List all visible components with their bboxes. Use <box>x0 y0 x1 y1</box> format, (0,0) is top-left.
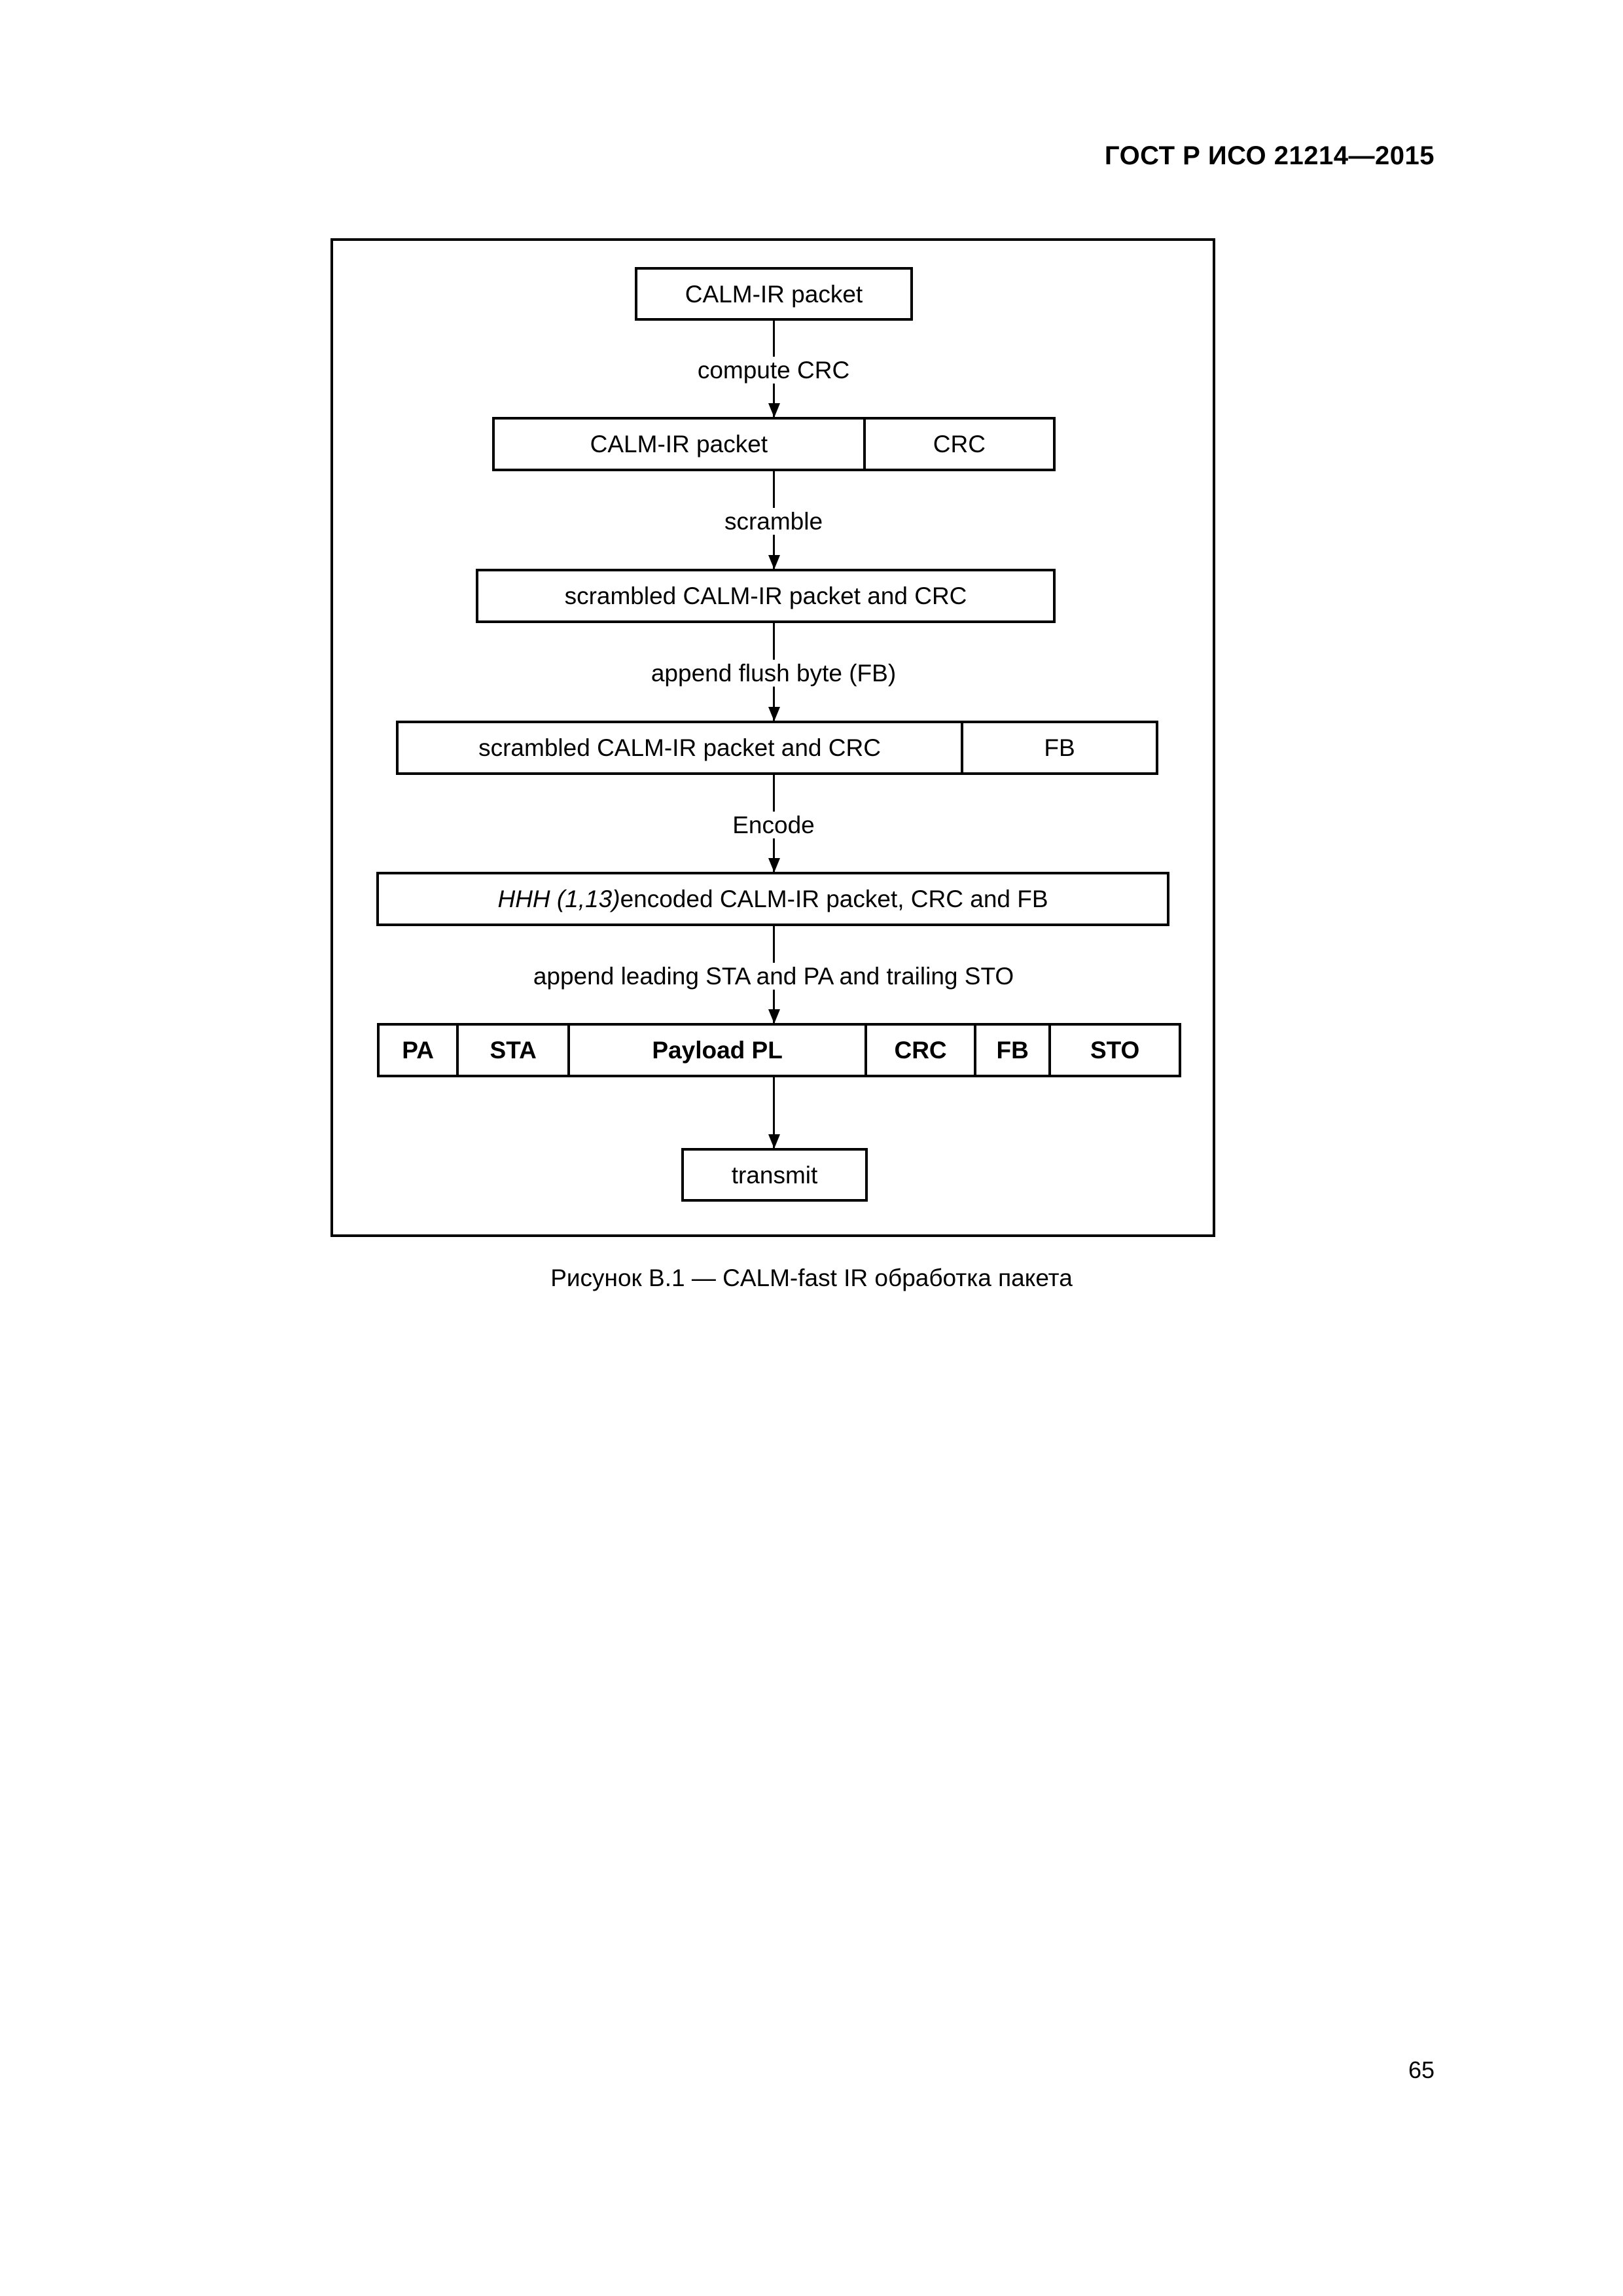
step-label-append-sta-pa-sto: append leading STA and PA and trailing S… <box>526 963 1021 990</box>
cell-scrambled-packet-and-crc: scrambled CALM-IR packet and CRC <box>564 583 967 609</box>
cell-fb: FB <box>961 723 1156 772</box>
flow-box-transmission-frame: PA STA Payload PL CRC FB STO <box>377 1023 1181 1077</box>
cell-transmit: transmit <box>731 1161 818 1189</box>
cell-sto: STO <box>1048 1026 1179 1075</box>
cell-payload-pl: Payload PL <box>567 1026 865 1075</box>
cell-fb: FB <box>974 1026 1048 1075</box>
flow-box-calm-ir-packet: CALM-IR packet <box>635 267 913 321</box>
cell-hhh-encoded: HHH (1,13) encoded CALM-IR packet, CRC a… <box>379 874 1167 924</box>
arrow-transmit <box>773 1077 775 1148</box>
document-header-standard-reference: ГОСТ Р ИСО 21214—2015 <box>1104 141 1435 170</box>
cell-crc: CRC <box>863 420 1053 469</box>
page-number: 65 <box>1408 2056 1435 2083</box>
cell-pa: PA <box>402 1037 434 1064</box>
flow-box-hhh-encoded: HHH (1,13) encoded CALM-IR packet, CRC a… <box>376 872 1169 926</box>
figure-border <box>330 238 1215 1237</box>
cell-crc: CRC <box>865 1026 974 1075</box>
flow-box-scrambled-packet-crc: scrambled CALM-IR packet and CRC <box>476 569 1056 623</box>
cell-hhh-encoded-italic-part: HHH (1,13) <box>497 886 620 912</box>
cell-scrambled-packet-and-crc: scrambled CALM-IR packet and CRC <box>478 734 881 761</box>
step-label-encode: Encode <box>726 812 821 838</box>
step-label-append-flush-byte: append flush byte (FB) <box>644 660 903 687</box>
cell-calm-ir-packet: CALM-IR packet <box>685 280 863 308</box>
flow-box-scrambled-packet-crc-fb: scrambled CALM-IR packet and CRC FB <box>396 721 1158 775</box>
cell-calm-ir-packet: CALM-IR packet <box>590 431 768 457</box>
step-label-compute-crc: compute CRC <box>690 357 857 384</box>
flow-box-transmit: transmit <box>681 1148 868 1202</box>
cell-sta: STA <box>456 1026 567 1075</box>
flow-box-packet-and-crc: CALM-IR packet CRC <box>492 417 1056 471</box>
figure-caption: Рисунок B.1 — CALM-fast IR обработка пак… <box>550 1265 1073 1291</box>
cell-hhh-encoded-rest: encoded CALM-IR packet, CRC and FB <box>620 886 1048 912</box>
step-label-scramble: scramble <box>717 508 830 535</box>
